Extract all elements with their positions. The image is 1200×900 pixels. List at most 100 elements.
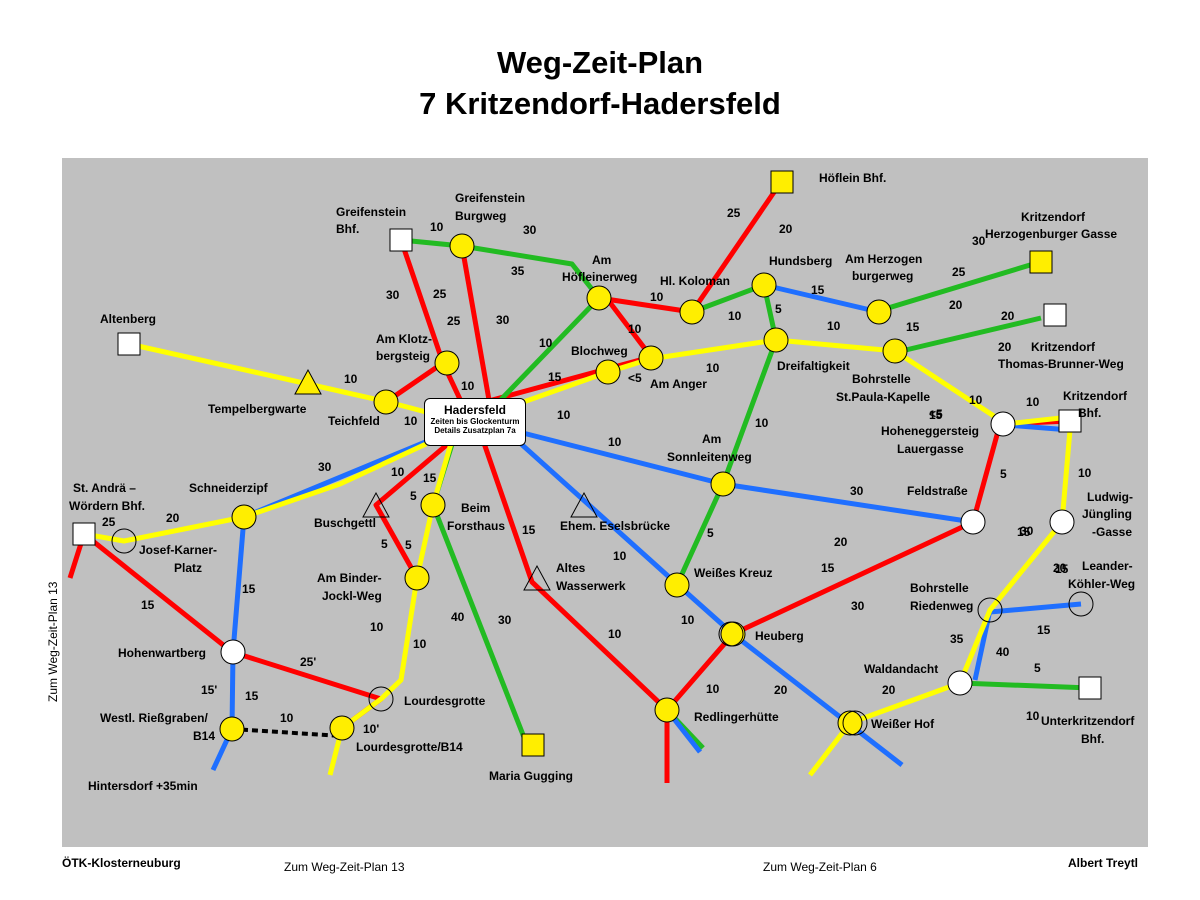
link-plan-13-bottom[interactable]: Zum Weg-Zeit-Plan 13 xyxy=(284,860,405,874)
time-label-66: 10' xyxy=(363,722,379,736)
place-label-56: Lourdesgrotte xyxy=(404,694,486,708)
time-label-29: 15 xyxy=(548,370,562,384)
route-green-12 xyxy=(484,296,601,417)
place-label-28: Lauergasse xyxy=(897,442,964,456)
place-label-30: Sonnleitenweg xyxy=(667,450,752,464)
stop-marker-12[interactable] xyxy=(231,504,257,530)
time-label-72: 25 xyxy=(102,515,116,529)
stop-marker-8[interactable] xyxy=(638,345,664,371)
station-marker-1[interactable] xyxy=(117,332,141,356)
stop-marker-11[interactable] xyxy=(420,492,446,518)
waypoint-marker-4 xyxy=(718,621,744,647)
time-label-24: <5 xyxy=(628,371,642,385)
terminus-marker-2[interactable] xyxy=(521,733,545,757)
place-label-27: Hoheneggersteig xyxy=(881,424,979,438)
station-marker-3[interactable] xyxy=(1058,409,1082,433)
place-label-0: Höflein Bhf. xyxy=(819,171,886,185)
place-label-6: Höfleinerweg xyxy=(562,270,637,284)
footer-left: ÖTK-Klosterneuburg xyxy=(62,856,181,870)
time-label-44: 20 xyxy=(1053,561,1067,575)
stop-marker-3[interactable] xyxy=(751,272,777,298)
time-label-74: 10 xyxy=(370,620,384,634)
stop-marker-10[interactable] xyxy=(373,389,399,415)
stop-marker-2[interactable] xyxy=(679,299,705,325)
junction-marker-4[interactable] xyxy=(947,670,973,696)
place-label-60: B14 xyxy=(193,729,215,743)
landmark-marker-1 xyxy=(570,491,598,518)
time-label-46: 5 xyxy=(707,526,714,540)
time-label-51: 15 xyxy=(821,561,835,575)
stop-marker-16[interactable] xyxy=(720,621,746,647)
stop-marker-15[interactable] xyxy=(664,572,690,598)
stop-marker-13[interactable] xyxy=(710,471,736,497)
place-label-32: Wördern Bhf. xyxy=(69,499,145,513)
route-green-15 xyxy=(892,315,1042,356)
place-label-13: Altenberg xyxy=(100,312,156,326)
time-label-62: 25' xyxy=(300,655,316,669)
place-label-59: Westl. Rießgraben/ xyxy=(100,711,208,725)
stop-marker-1[interactable] xyxy=(586,285,612,311)
stop-marker-19[interactable] xyxy=(219,716,245,742)
stop-marker-17[interactable] xyxy=(654,697,680,723)
page-title: Weg-Zeit-Plan xyxy=(496,45,704,80)
junction-marker-2[interactable] xyxy=(1049,509,1075,535)
place-label-33: Schneiderzipf xyxy=(189,481,269,495)
station-marker-5[interactable] xyxy=(1078,676,1102,700)
route-red-2 xyxy=(598,295,693,315)
hub-note-2: Details Zusatzplan 7a xyxy=(434,426,516,435)
place-label-62: Weißer Hof xyxy=(871,717,935,731)
hub-box[interactable]: Hadersfeld Zeiten bis Glockenturm Detail… xyxy=(424,398,526,446)
link-plan-6[interactable]: Zum Weg-Zeit-Plan 6 xyxy=(763,860,877,874)
station-marker-0[interactable] xyxy=(389,228,413,252)
time-label-32: 10 xyxy=(755,416,769,430)
place-label-5: Am xyxy=(592,253,611,267)
place-label-45: Wasserwerk xyxy=(556,579,626,593)
place-label-42: Platz xyxy=(174,561,202,575)
time-label-0: 25 xyxy=(727,206,741,220)
place-label-1: Greifenstein xyxy=(336,205,406,219)
time-label-43: 30 xyxy=(1020,524,1034,538)
tower-marker[interactable] xyxy=(294,368,322,395)
time-label-42: 10 xyxy=(1078,466,1092,480)
stop-marker-5[interactable] xyxy=(763,327,789,353)
place-label-35: Forsthaus xyxy=(447,519,505,533)
time-label-63: 15 xyxy=(245,689,259,703)
place-label-29: Am xyxy=(702,432,721,446)
stop-marker-14[interactable] xyxy=(404,565,430,591)
stop-marker-9[interactable] xyxy=(434,350,460,376)
stop-marker-20[interactable] xyxy=(329,715,355,741)
time-label-30: 10 xyxy=(608,435,622,449)
place-label-21: Tempelbergwarte xyxy=(208,402,307,416)
junction-marker-0[interactable] xyxy=(990,411,1016,437)
time-label-31: 10 xyxy=(557,408,571,422)
terminus-marker-1[interactable] xyxy=(1029,250,1053,274)
terminus-marker-0[interactable] xyxy=(770,170,794,194)
waypoint-marker-1 xyxy=(368,686,394,712)
time-label-39: 20 xyxy=(834,535,848,549)
stop-marker-6[interactable] xyxy=(882,338,908,364)
junction-marker-1[interactable] xyxy=(960,509,986,535)
place-label-61: Redlingerhütte xyxy=(694,710,779,724)
time-label-16: 30 xyxy=(972,234,986,248)
place-label-22: Teichfeld xyxy=(328,414,380,428)
place-label-40: -Gasse xyxy=(1092,525,1132,539)
link-plan-13-side[interactable]: Zum Weg-Zeit-Plan 13 xyxy=(46,581,60,703)
time-label-64: 15' xyxy=(201,683,217,697)
time-label-71: 15 xyxy=(1055,562,1069,576)
place-label-63: Lourdesgrotte/B14 xyxy=(356,740,463,754)
station-marker-2[interactable] xyxy=(1043,303,1067,327)
station-marker-4[interactable] xyxy=(72,522,96,546)
stop-marker-4[interactable] xyxy=(866,299,892,325)
place-label-23: Bohrstelle xyxy=(852,372,911,386)
stop-marker-18[interactable] xyxy=(837,710,863,736)
time-label-40: 30 xyxy=(851,599,865,613)
stop-marker-7[interactable] xyxy=(595,359,621,385)
junction-marker-3[interactable] xyxy=(220,639,246,665)
place-label-9: Am Herzogen xyxy=(845,252,922,266)
stop-marker-0[interactable] xyxy=(449,233,475,259)
landmark-marker-2 xyxy=(523,564,551,591)
time-label-3: 30 xyxy=(523,223,537,237)
time-label-45: 15 xyxy=(522,523,536,537)
time-label-59: 20 xyxy=(774,683,788,697)
time-label-41: 5 xyxy=(1000,467,1007,481)
